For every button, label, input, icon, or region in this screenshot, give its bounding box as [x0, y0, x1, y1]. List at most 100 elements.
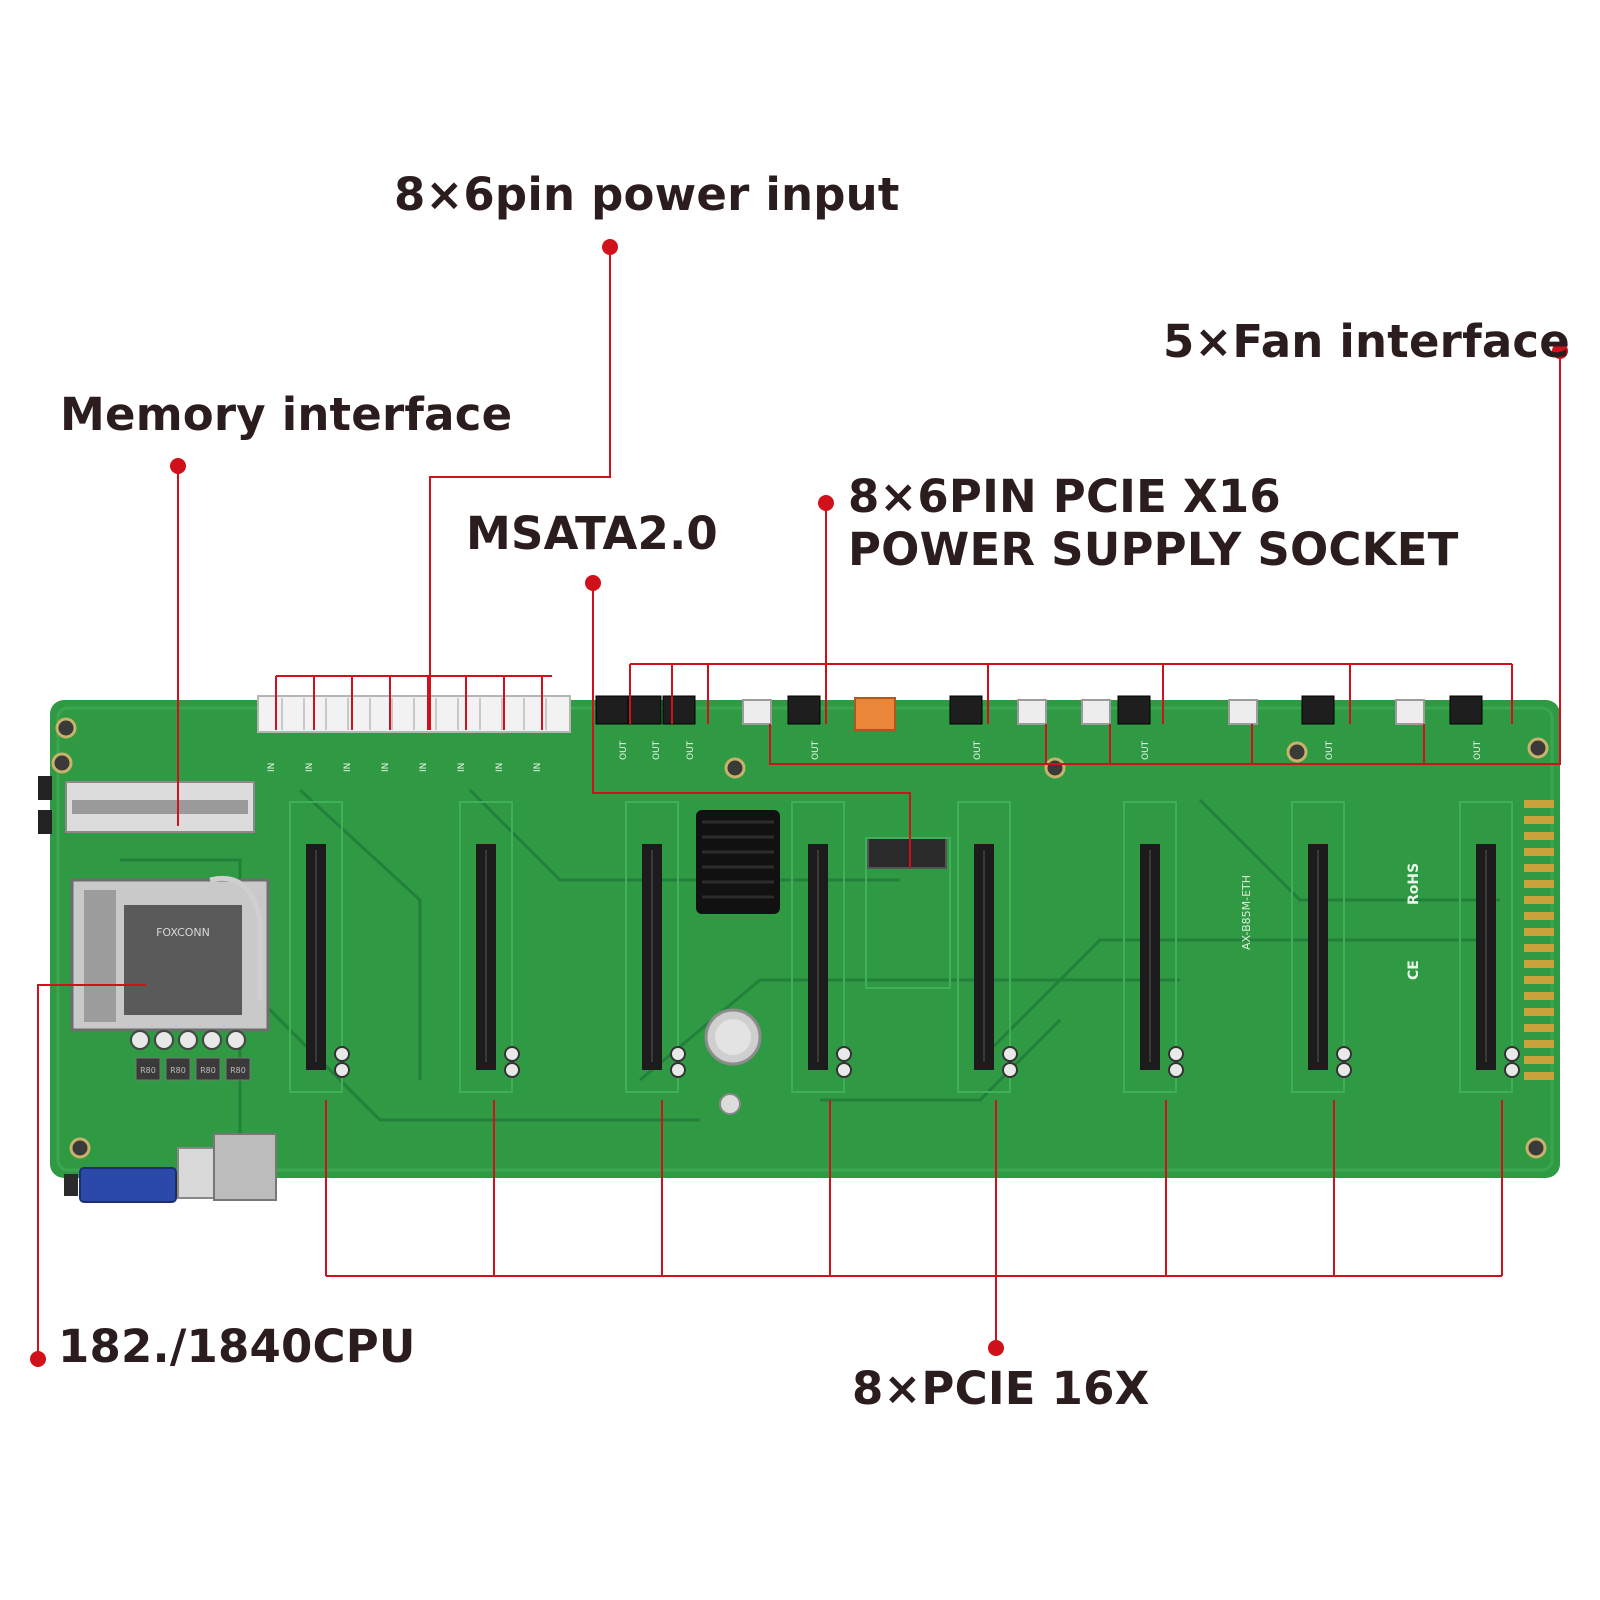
capacitor: [670, 1062, 686, 1078]
pcie-power-out-text: OUT: [652, 740, 662, 760]
rohs-text: RoHS: [1406, 863, 1422, 905]
edge-pin-header: [1524, 832, 1554, 840]
mounting-hole: [1525, 1137, 1547, 1159]
orange-connector: [854, 697, 896, 731]
pcb-trace: [468, 788, 900, 882]
power-input-leader: [429, 247, 611, 730]
capacitor: [836, 1062, 852, 1078]
capacitor: [202, 1030, 222, 1050]
inductor: [165, 1057, 191, 1081]
mounting-hole: [69, 1137, 91, 1159]
fan-header: [1081, 699, 1111, 725]
pcb-trace: [820, 1018, 1062, 1102]
cpu-socket-lever: [209, 875, 263, 1000]
edge-pin-header: [1524, 1072, 1554, 1080]
pcie-slot-outline: [459, 801, 513, 1093]
mounting-hole: [1286, 741, 1308, 763]
label-power-input: 8×6pin power input: [394, 168, 900, 221]
capacitor: [226, 1030, 246, 1050]
pcie-slot-outline: [1291, 801, 1345, 1093]
edge-pin-header: [1524, 1056, 1554, 1064]
pcie-slot-outline: [625, 801, 679, 1093]
capacitor: [178, 1030, 198, 1050]
vga-port: [79, 1167, 177, 1203]
capacitor: [1002, 1062, 1018, 1078]
inductor: [135, 1057, 161, 1081]
mounting-hole: [1044, 757, 1066, 779]
pcb-trace: [258, 998, 700, 1122]
label-pcie-power-socket: 8×6PIN PCIE X16 POWER SUPPLY SOCKET: [848, 470, 1459, 576]
edge-pin-header: [1524, 1040, 1554, 1048]
pcie-power-socket: [628, 695, 662, 725]
pcie-power-out-text: OUT: [811, 740, 821, 760]
usb-port: [177, 1147, 215, 1199]
pcie-slot-outline: [1459, 801, 1513, 1093]
power-in-text: IN: [381, 763, 391, 772]
label-memory-interface: Memory interface: [60, 388, 513, 441]
edge-pin-header: [1524, 912, 1554, 920]
pcie-slot-outline: [957, 801, 1011, 1093]
cpu-leader: [37, 984, 146, 1359]
pcie-power-socket: [662, 695, 696, 725]
power-in-text: IN: [419, 763, 429, 772]
mounting-hole: [724, 757, 746, 779]
edge-pin-header: [1524, 880, 1554, 888]
pcie-power-out-text: OUT: [619, 740, 629, 760]
label-msata: MSATA2.0: [466, 507, 718, 560]
pcie-power-socket: [1449, 695, 1483, 725]
edge-pin-header: [1524, 1008, 1554, 1016]
cpu-socket-lever-plate: [84, 890, 116, 1022]
edge-pin-header: [1524, 944, 1554, 952]
capacitor: [1504, 1062, 1520, 1078]
msata-slot: [867, 837, 947, 869]
edge-pin-header: [1524, 896, 1554, 904]
pcie-power-out-text: OUT: [973, 740, 983, 760]
memory-slot-contacts: [72, 800, 248, 814]
fan-header: [1228, 699, 1258, 725]
inductor-text: R80: [230, 1066, 246, 1075]
pcb-trace: [978, 938, 1480, 1062]
model-text: AX-B85M-ETH: [1240, 875, 1253, 950]
edge-pin-header: [1524, 800, 1554, 808]
capacitor: [1168, 1062, 1184, 1078]
fan-header: [1395, 699, 1425, 725]
capacitor: [836, 1046, 852, 1062]
capacitor: [130, 1030, 150, 1050]
edge-pin-header: [1524, 992, 1554, 1000]
inductor-text: R80: [200, 1066, 216, 1075]
label-pcie-power-line1: 8×6PIN PCIE X16: [848, 470, 1281, 523]
capacitor: [1336, 1062, 1352, 1078]
inductor-text: R80: [140, 1066, 156, 1075]
capacitor: [670, 1046, 686, 1062]
lan-port: [213, 1133, 277, 1201]
edge-pin-header: [1524, 816, 1554, 824]
capacitor: [1168, 1046, 1184, 1062]
callout-leader-lines: [30, 239, 1568, 1367]
pcie-power-socket: [787, 695, 821, 725]
power-in-text: IN: [457, 763, 467, 772]
pcie-slot-outline: [289, 801, 343, 1093]
capacitor: [1504, 1046, 1520, 1062]
mounting-hole: [1527, 737, 1549, 759]
power-in-text: IN: [495, 763, 505, 772]
mounting-hole: [55, 717, 77, 739]
pcie-power-socket: [1117, 695, 1151, 725]
pcie-power-socket: [949, 695, 983, 725]
pcb-trace: [298, 788, 422, 1080]
pcie-power-out-text: OUT: [1473, 740, 1483, 760]
edge-pin-header: [1524, 864, 1554, 872]
inductor-text: R80: [170, 1066, 186, 1075]
fan-leader: [769, 351, 1561, 765]
fan-header: [1017, 699, 1047, 725]
capacitor: [334, 1046, 350, 1062]
mounting-hole: [51, 752, 73, 774]
capacitor: [334, 1062, 350, 1078]
edge-pin-header: [1524, 960, 1554, 968]
label-pcie-slots: 8×PCIE 16X: [852, 1362, 1150, 1415]
capacitor: [1336, 1046, 1352, 1062]
power-in-text: IN: [267, 763, 277, 772]
pcie-power-out-text: OUT: [1325, 740, 1335, 760]
pcie-power-socket: [1301, 695, 1335, 725]
pcie-slot-outline: [791, 801, 845, 1093]
